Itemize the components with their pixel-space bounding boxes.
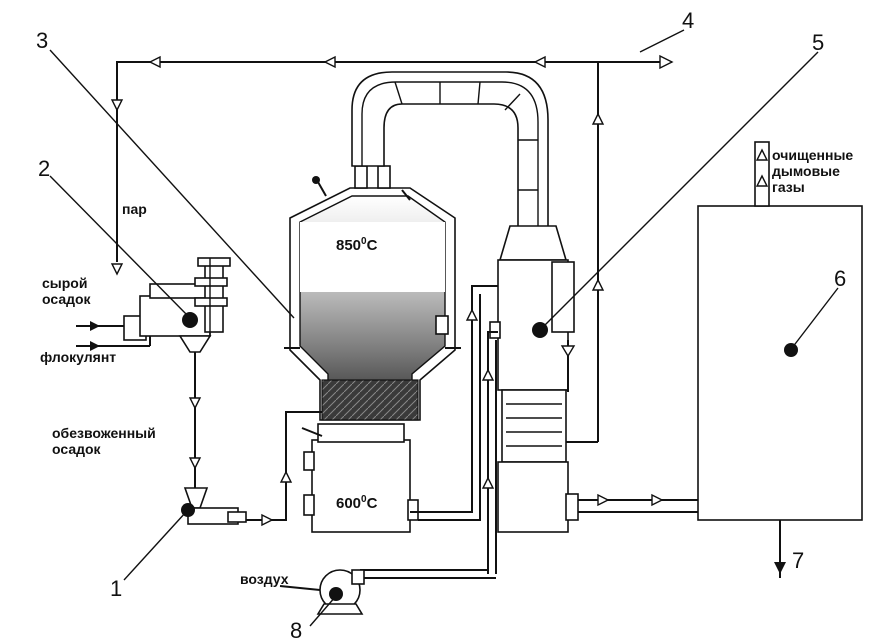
callout-3: 3 [36,28,48,53]
raw-sludge-label-2: осадок [42,291,92,307]
gas-cleaning-unit [697,141,863,578]
callout-7: 7 [792,548,804,573]
callout-6: 6 [834,266,846,291]
lower-temperature: 6000C [336,494,378,512]
callout-2: 2 [38,156,50,181]
upper-temperature: 8500C [336,236,378,254]
fluidized-bed-furnace [284,165,461,533]
process-lines [279,285,698,591]
air-blower [316,569,365,615]
raw-sludge-label-1: сырой [42,275,87,291]
flocculant-label: флокулянт [40,349,116,365]
dewatered-label-1: обезвоженный [52,425,156,441]
steam-line [110,54,674,443]
air-label: воздух [240,571,289,587]
clean-gas-label-3: газы [772,179,805,195]
text-labels: пар сырой осадок флокулянт обезвоженный … [36,8,853,643]
clean-gas-label-2: дымовые [772,163,840,179]
gas-duct [351,71,568,261]
clean-gas-label-1: очищенные [772,147,853,163]
callout-5: 5 [812,30,824,55]
dewatered-label-2: осадок [52,441,102,457]
dewatering-marker [182,312,198,328]
sludge-feeder [181,411,302,527]
callout-1: 1 [110,576,122,601]
callout-8: 8 [290,618,302,643]
callout-leaders [49,29,839,627]
callout-4: 4 [682,8,694,33]
steam-label: пар [122,201,147,217]
heat-exchanger [489,259,579,533]
